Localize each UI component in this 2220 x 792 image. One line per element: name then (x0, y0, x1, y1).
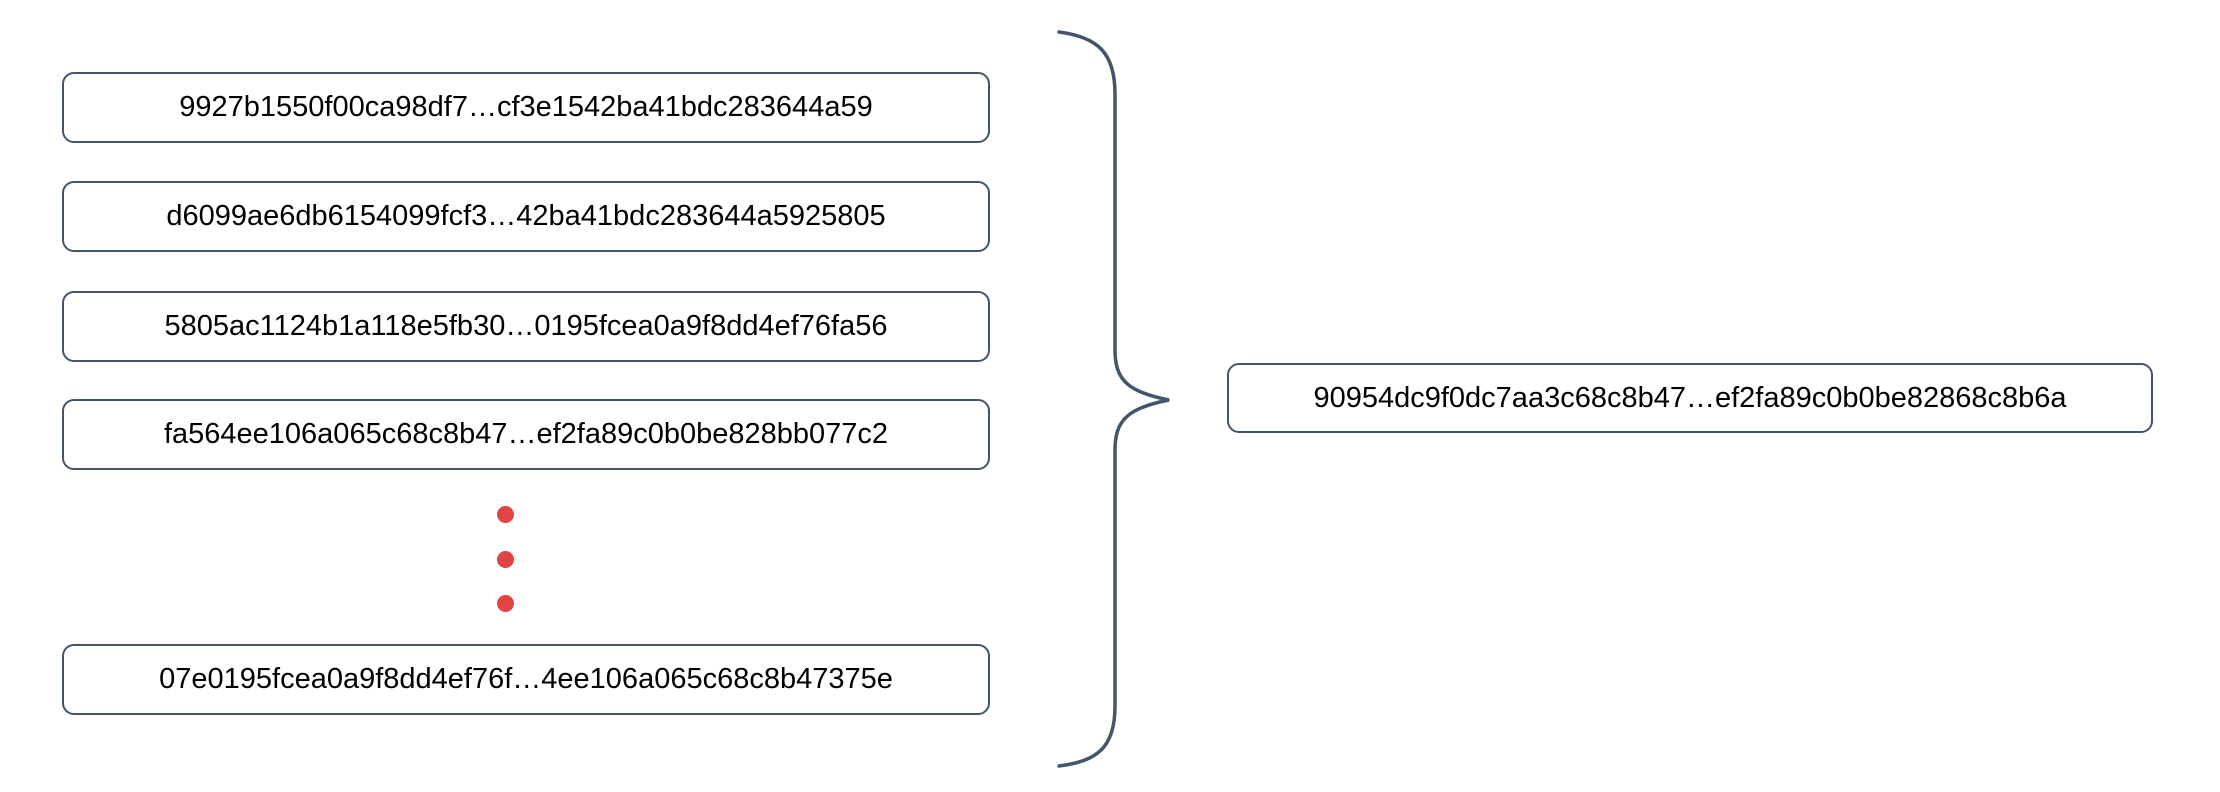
ellipsis-dot-icon (496, 550, 514, 568)
ellipsis-dot-icon (496, 506, 514, 523)
hash-block-1: 9927b1550f00ca98df7…cf3e1542ba41bdc28364… (62, 72, 990, 143)
hash-block-4-text: fa564ee106a065c68c8b47…ef2fa89c0b0be828b… (163, 418, 889, 450)
result-hash-text: 90954dc9f0dc7aa3c68c8b47…ef2fa89c0b0be82… (1313, 381, 2067, 414)
hash-block-1-text: 9927b1550f00ca98df7…cf3e1542ba41bdc28364… (179, 91, 873, 123)
curly-brace-icon (1053, 28, 1175, 770)
hash-block-2: d6099ae6db6154099fcf3…42ba41bdc283644a59… (62, 181, 990, 252)
hash-block-3: 5805ac1124b1a118e5fb30…0195fcea0a9f8dd4e… (62, 291, 990, 362)
vertical-ellipsis-icon (496, 506, 514, 612)
hash-block-4: fa564ee106a065c68c8b47…ef2fa89c0b0be828b… (62, 399, 990, 470)
hash-block-5-text: 07e0195fcea0a9f8dd4ef76f…4ee106a065c68c8… (159, 663, 893, 695)
result-hash-block: 90954dc9f0dc7aa3c68c8b47…ef2fa89c0b0be82… (1227, 363, 2153, 433)
hash-block-2-text: d6099ae6db6154099fcf3…42ba41bdc283644a59… (166, 200, 886, 232)
ellipsis-dot-icon (496, 595, 514, 612)
hash-block-3-text: 5805ac1124b1a118e5fb30…0195fcea0a9f8dd4e… (164, 310, 888, 342)
hash-block-5: 07e0195fcea0a9f8dd4ef76f…4ee106a065c68c8… (62, 644, 990, 715)
